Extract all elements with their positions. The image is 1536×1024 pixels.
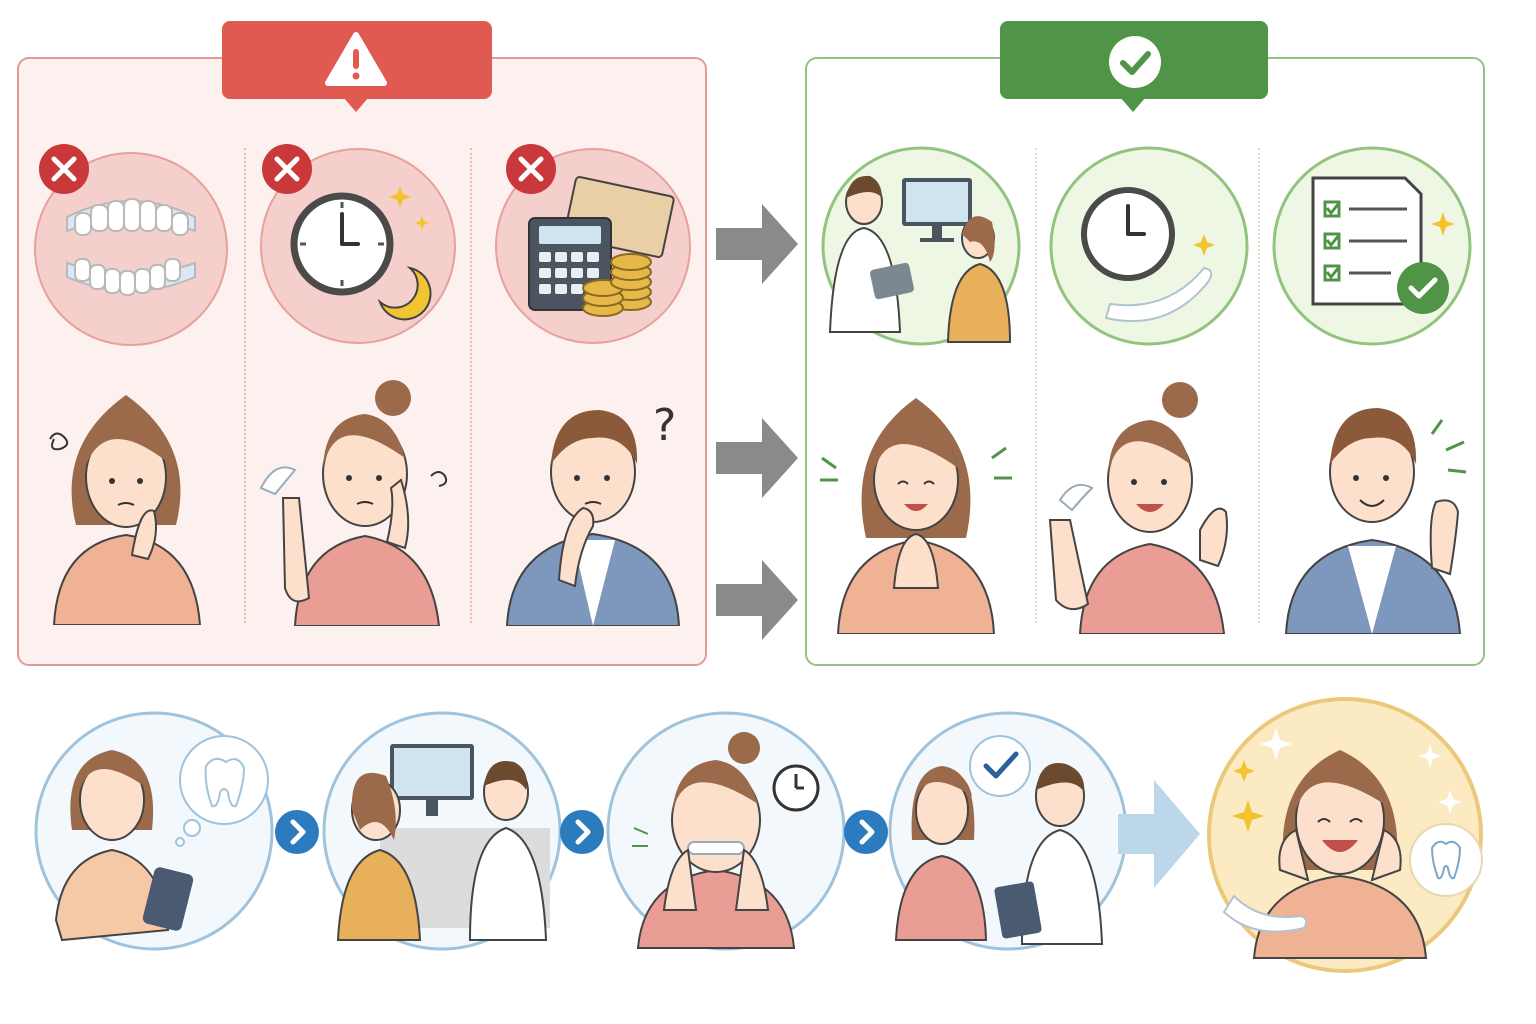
chevron-right-icon bbox=[844, 810, 888, 854]
problem-divider-2 bbox=[470, 148, 472, 623]
problem-item-2 bbox=[258, 142, 458, 348]
tooth-thought-icon bbox=[204, 757, 246, 808]
problem-item-1 bbox=[33, 145, 229, 349]
x-mark-icon bbox=[262, 144, 312, 194]
worried-woman bbox=[49, 395, 202, 625]
chevron-right-icon bbox=[275, 810, 319, 854]
check-bubble-icon bbox=[969, 735, 1031, 797]
arrow-right-icon bbox=[1118, 780, 1200, 888]
calculator-money-icon bbox=[495, 148, 691, 344]
clock-aligner-icon bbox=[1049, 146, 1249, 346]
check-circle-icon bbox=[1109, 36, 1161, 88]
chevron-right-icon bbox=[560, 810, 604, 854]
flow-step-4 bbox=[888, 711, 1128, 951]
warning-icon bbox=[325, 32, 387, 86]
happy-woman bbox=[820, 398, 1012, 634]
smiling-woman-ok-sign bbox=[1048, 382, 1228, 634]
checklist-icon bbox=[1272, 146, 1472, 346]
flow-step-1 bbox=[34, 711, 274, 951]
solution-divider-1 bbox=[1035, 148, 1037, 623]
x-mark-icon bbox=[39, 144, 89, 194]
confused-man: ? bbox=[505, 400, 681, 626]
arrow-right-icon bbox=[716, 560, 798, 640]
flow-step-2 bbox=[322, 711, 562, 951]
x-mark-icon bbox=[506, 144, 556, 194]
arrow-right-icon bbox=[716, 204, 798, 284]
doctor-consultation-icon bbox=[821, 146, 1021, 346]
solution-divider-2 bbox=[1258, 148, 1260, 623]
solution-header-pointer bbox=[1120, 97, 1146, 112]
flow-step-3 bbox=[606, 711, 846, 951]
misaligned-teeth-icon bbox=[34, 152, 228, 346]
svg-text:?: ? bbox=[653, 400, 676, 451]
arrow-right-icon bbox=[716, 418, 798, 498]
confident-man bbox=[1284, 408, 1467, 634]
problem-header-pointer bbox=[343, 97, 369, 112]
problem-item-3 bbox=[493, 142, 693, 348]
problem-divider-1 bbox=[244, 148, 246, 623]
uncomfortable-woman-with-aligner bbox=[259, 380, 448, 626]
clock-moon-icon bbox=[260, 148, 456, 344]
result-circle bbox=[1207, 697, 1483, 973]
